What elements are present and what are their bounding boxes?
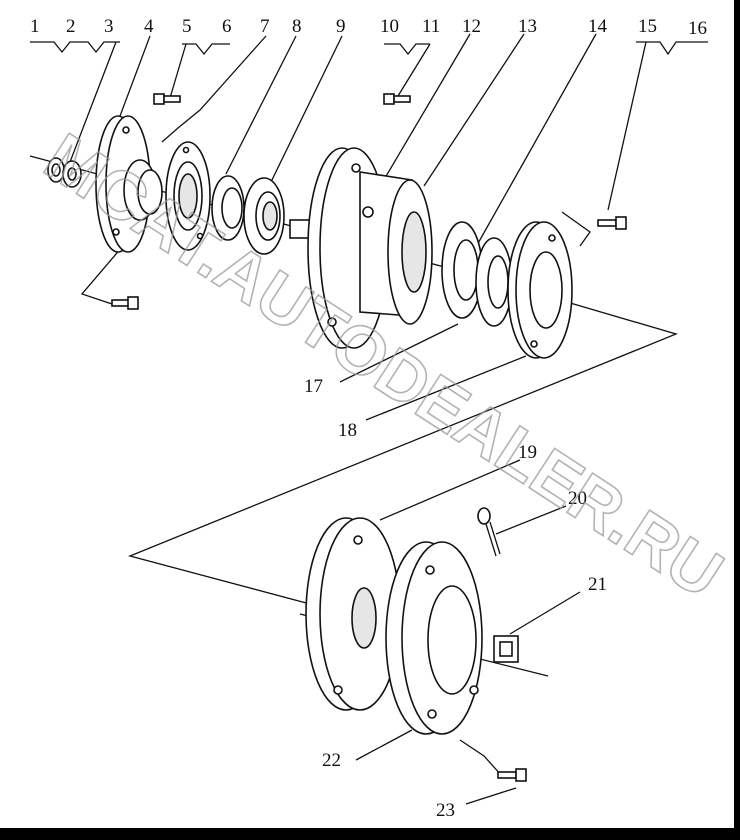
callout-5: 5 bbox=[182, 16, 192, 37]
bolt-5 bbox=[153, 93, 181, 105]
bolt-23 bbox=[497, 768, 527, 782]
bolt-11 bbox=[383, 93, 411, 105]
coupling-flange-front bbox=[385, 541, 483, 735]
callout-18: 18 bbox=[338, 420, 357, 441]
exploded-assembly-diagram: 1 2 3 4 5 6 7 8 9 10 11 12 13 14 15 16 1… bbox=[29, 16, 734, 821]
leader-21 bbox=[509, 591, 581, 635]
nut-washer-set bbox=[47, 157, 82, 188]
leader-5 bbox=[169, 43, 187, 99]
leader-20 bbox=[495, 505, 567, 535]
callout-23: 23 bbox=[436, 800, 455, 821]
housing-body bbox=[359, 171, 433, 325]
callout-17: 17 bbox=[304, 376, 323, 397]
bolt-15 bbox=[597, 216, 627, 230]
bracket-10-11 bbox=[384, 43, 430, 56]
leader-4 bbox=[119, 35, 151, 117]
callout-16: 16 bbox=[688, 18, 707, 39]
callout-15: 15 bbox=[638, 16, 657, 37]
callout-20: 20 bbox=[568, 488, 587, 509]
seal-plate bbox=[165, 141, 211, 251]
leader-22 bbox=[355, 729, 413, 761]
leader-15 bbox=[607, 41, 647, 211]
leader-11 bbox=[397, 43, 431, 97]
callout-10: 10 bbox=[380, 16, 399, 37]
callout-3: 3 bbox=[104, 16, 114, 37]
bolt-lower-left bbox=[111, 296, 139, 310]
leader-3 bbox=[69, 41, 117, 163]
callout-21: 21 bbox=[588, 574, 607, 595]
leader-23 bbox=[465, 787, 517, 805]
callout-2: 2 bbox=[66, 16, 76, 37]
callout-19: 19 bbox=[518, 442, 537, 463]
end-cover-flange bbox=[507, 221, 573, 359]
connector-upper-to-lower bbox=[127, 299, 678, 605]
leader-13 bbox=[423, 33, 525, 187]
bracket-1-3 bbox=[30, 41, 120, 54]
callout-7: 7 bbox=[260, 16, 270, 37]
callout-4: 4 bbox=[144, 16, 154, 37]
bracket-5-6 bbox=[182, 43, 230, 56]
bolt-leader-lower-left bbox=[80, 239, 129, 305]
leader-14 bbox=[471, 33, 597, 255]
leader-19 bbox=[379, 459, 521, 521]
sleeve bbox=[441, 221, 513, 327]
coupling-flange-rear bbox=[305, 517, 401, 711]
diagram-canvas: 1 2 3 4 5 6 7 8 9 10 11 12 13 14 15 16 1… bbox=[0, 0, 734, 828]
callout-9: 9 bbox=[336, 16, 346, 37]
flange-hub bbox=[95, 115, 163, 253]
callout-12: 12 bbox=[462, 16, 481, 37]
leader-12 bbox=[371, 33, 471, 201]
bolt-leader-lower bbox=[459, 739, 503, 777]
callout-1: 1 bbox=[30, 16, 40, 37]
leader-17 bbox=[339, 323, 459, 383]
callout-6: 6 bbox=[222, 16, 232, 37]
callout-22: 22 bbox=[322, 750, 341, 771]
bearing-large bbox=[243, 177, 285, 255]
callout-14: 14 bbox=[588, 16, 608, 37]
callout-8: 8 bbox=[292, 16, 302, 37]
bearing-small bbox=[211, 175, 245, 241]
leader-8 bbox=[225, 35, 297, 175]
castle-nut bbox=[493, 635, 519, 663]
zigzag-link-top bbox=[561, 211, 591, 247]
leader-9 bbox=[269, 35, 343, 185]
bracket-15-16 bbox=[636, 41, 708, 56]
cotter-pin bbox=[477, 507, 501, 557]
callout-13: 13 bbox=[518, 16, 537, 37]
leader-7 bbox=[161, 35, 267, 143]
leader-18 bbox=[365, 355, 527, 421]
callout-11: 11 bbox=[422, 16, 440, 37]
